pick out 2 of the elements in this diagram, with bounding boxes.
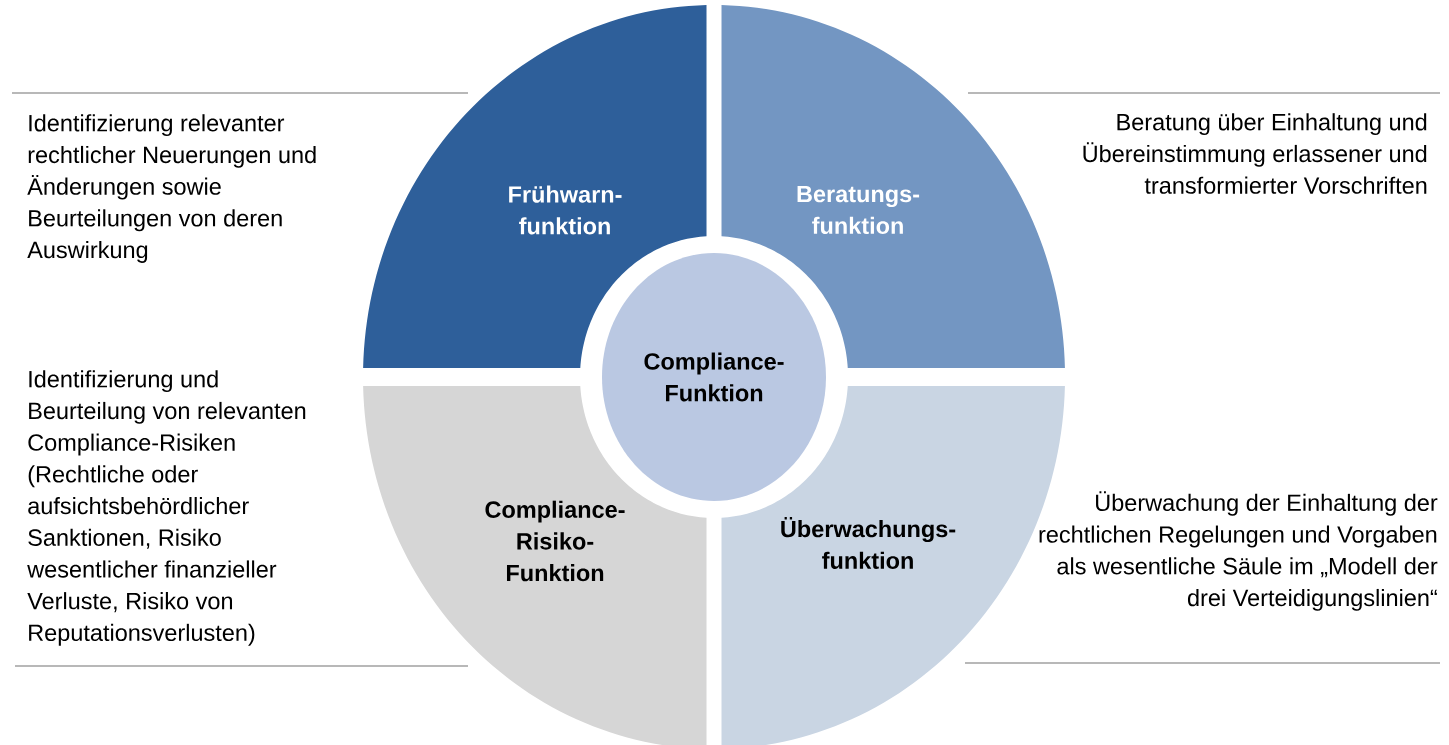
description-text: Identifizierung und Beurteilung von relevanten Compliance-Risiken (Rechtliche oder aufsichtsbehördlicher Sanktionen, Risiko wesentlicher finanzieller Verluste, Risiko von Reputationsverlusten)	[27, 370, 306, 646]
description-text: Identifizierung relevanter rechtlicher Neuerungen und Änderungen sowie Beurteilungen von deren Auswirkung	[27, 114, 316, 263]
